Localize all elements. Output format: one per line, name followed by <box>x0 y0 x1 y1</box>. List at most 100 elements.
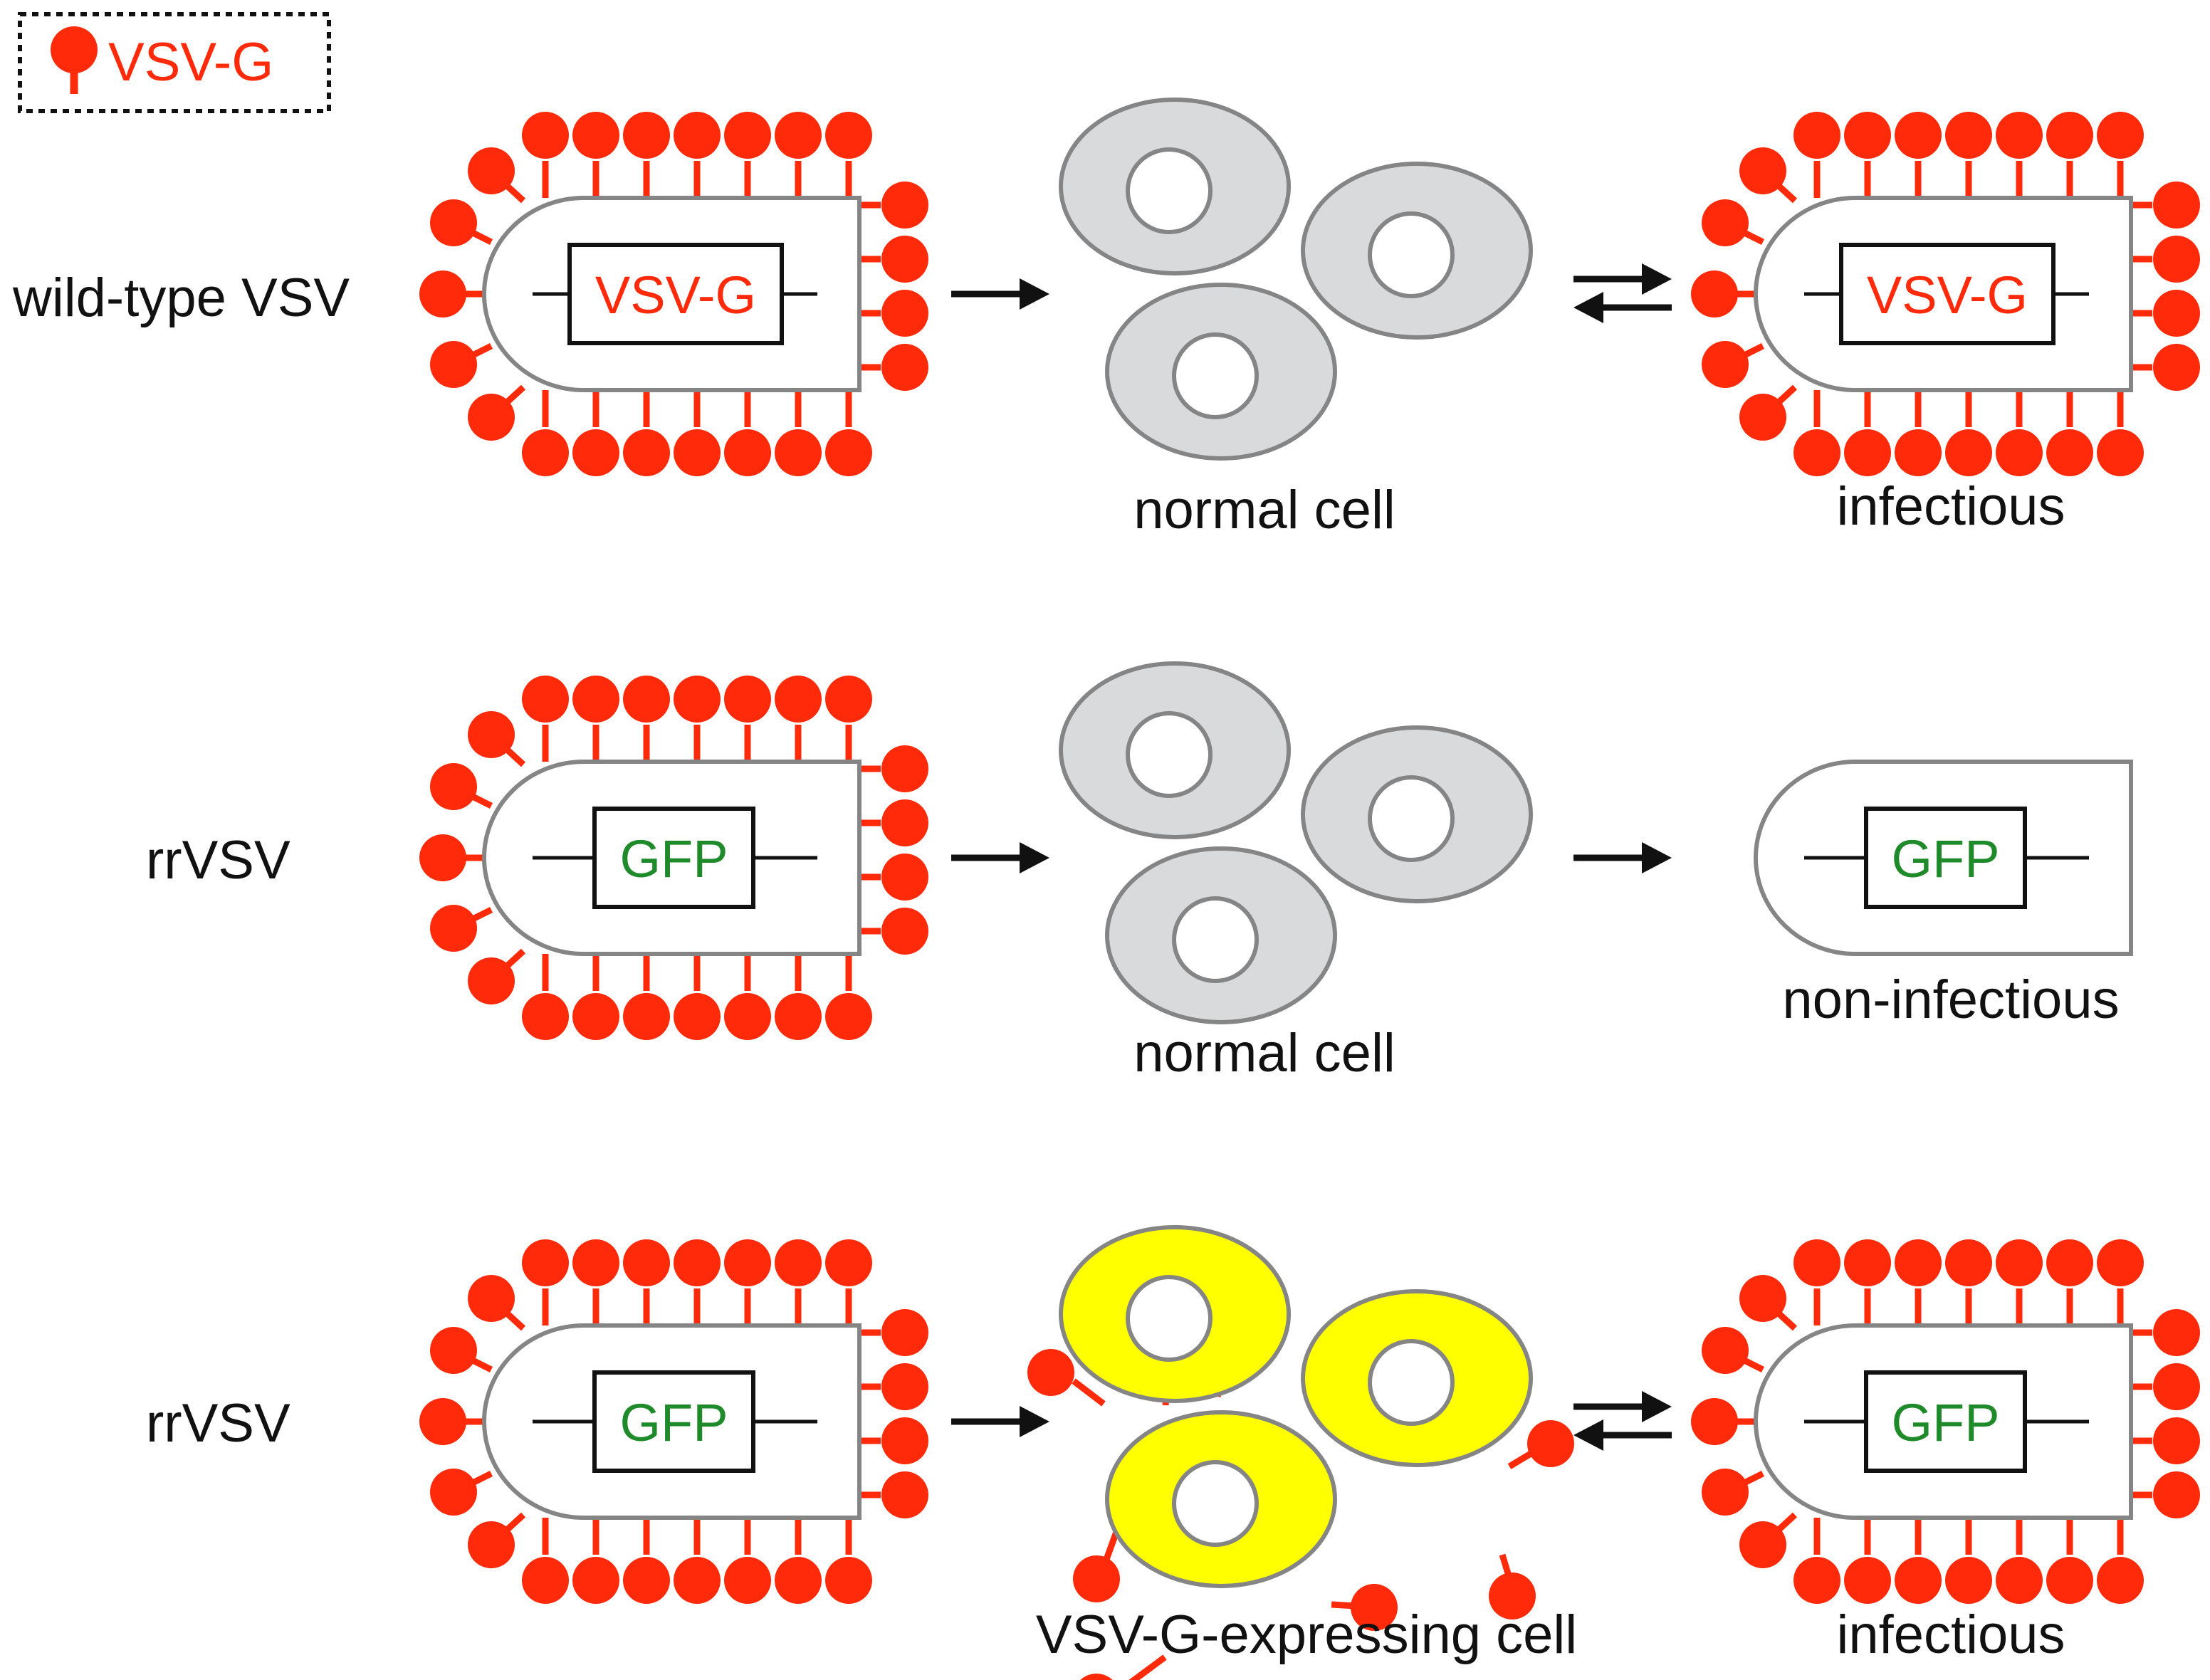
arrow-right <box>1573 842 1672 873</box>
spike-head <box>1739 1275 1786 1322</box>
host-cells <box>1059 98 1533 461</box>
row-rrvsv-vsvg-expressing-cell: rrVSV VSV-G-expressing cell infectious G… <box>146 1225 2200 1680</box>
vsvg-spike <box>825 390 872 476</box>
vsvg-spike <box>1895 1239 1942 1325</box>
spike-head <box>1702 1469 1749 1516</box>
vsvg-spike <box>775 1239 822 1325</box>
vsvg-spike <box>859 745 928 792</box>
vsvg-spike <box>2131 1363 2200 1410</box>
vsvg-spike <box>825 1518 872 1604</box>
spike-head <box>1702 341 1749 388</box>
spike-head <box>724 112 771 159</box>
arrow-head <box>1642 1391 1672 1422</box>
vsvg-spike <box>1073 1531 1120 1602</box>
input-gene-label: VSV-G <box>595 266 756 325</box>
vsvg-spike <box>2131 182 2200 229</box>
cell-nucleus <box>1172 896 1259 983</box>
vsvg-spike <box>859 1363 928 1410</box>
gene-cassette-box <box>1864 1370 2027 1473</box>
vsvg-spike <box>825 112 872 198</box>
spike-head <box>881 1309 928 1356</box>
spike-head <box>724 993 771 1040</box>
vsvg-spike <box>623 112 670 198</box>
spike-head <box>522 993 569 1040</box>
spike-head <box>2046 1557 2093 1604</box>
spike-head <box>1996 1557 2043 1604</box>
arrow-right <box>951 278 1049 310</box>
cell-label: normal cell <box>1133 1023 1395 1083</box>
vsvg-spike <box>468 1512 526 1568</box>
arrow-head <box>1573 292 1603 323</box>
vsvg-spike <box>1793 390 1840 476</box>
input-gene-label: GFP <box>619 1393 728 1452</box>
spike-head <box>1996 112 2043 159</box>
vsvg-spike <box>1793 1239 1840 1325</box>
spike-head <box>1351 1584 1398 1631</box>
spike-head <box>522 1557 569 1604</box>
vsvg-spike <box>419 834 484 881</box>
spike-head <box>825 676 872 723</box>
vsvg-spike <box>1691 271 1756 317</box>
spike-head <box>1895 429 1942 476</box>
spike-head <box>2153 344 2200 391</box>
arrow-to-cells <box>951 1406 1049 1437</box>
spike-head <box>1702 199 1749 246</box>
vsvg-spike <box>522 1239 569 1325</box>
spike-head <box>468 1521 515 1568</box>
host-cells <box>1059 661 1533 1024</box>
vsvg-spike <box>1739 147 1798 204</box>
spike-head <box>724 676 771 723</box>
gene-cassette-box <box>567 243 784 345</box>
spike-head <box>430 1469 477 1516</box>
spike-head <box>881 290 928 337</box>
vsvg-spike <box>724 954 771 1040</box>
spike-head <box>468 711 515 758</box>
legend-box: VSV-G <box>18 12 331 113</box>
spike-head <box>430 1327 477 1374</box>
arrow-right <box>1573 1391 1672 1422</box>
spike-head <box>881 745 928 792</box>
spike-head <box>572 112 619 159</box>
cell-nucleus <box>1172 332 1259 419</box>
vsvg-spike <box>1489 1553 1536 1619</box>
vsvg-spike <box>2097 1518 2144 1604</box>
vsvg-spike <box>859 1471 928 1518</box>
vsvg-spike <box>623 390 670 476</box>
spike-head <box>775 993 822 1040</box>
spike-head <box>2153 1417 2200 1464</box>
arrow-to-cells <box>951 842 1049 873</box>
spike-head <box>2153 182 2200 229</box>
spike-head <box>1945 112 1992 159</box>
output-gene-label: VSV-G <box>1867 266 2028 325</box>
spike-head <box>1895 1239 1942 1286</box>
vsvg-spike <box>674 1518 721 1604</box>
vsvg-spike <box>859 290 928 337</box>
cell-nucleus <box>1368 775 1455 862</box>
vsvg-spike <box>775 1518 822 1604</box>
normal-cell <box>1301 162 1533 340</box>
spike-head <box>572 429 619 476</box>
output-gene-label: GFP <box>1891 829 1999 888</box>
spike-head <box>2153 290 2200 337</box>
spike-head <box>724 1239 771 1286</box>
spike-head <box>468 147 515 194</box>
spike-head <box>881 236 928 283</box>
normal-cell <box>1059 98 1291 275</box>
spike-head <box>2097 429 2144 476</box>
vsvg-spike <box>623 954 670 1040</box>
spike-head <box>674 1239 721 1286</box>
spike-head <box>572 1239 619 1286</box>
vsvg-spike <box>859 344 928 391</box>
vsvg-spike <box>1895 112 1942 198</box>
spike-head <box>1739 147 1786 194</box>
arrow-head <box>1020 842 1049 873</box>
vsvg-spike <box>1945 390 1992 476</box>
vsvg-spike <box>1793 1518 1840 1604</box>
spike-head <box>881 908 928 955</box>
vsvg-spike <box>623 1239 670 1325</box>
vsvg-spike <box>572 1239 619 1325</box>
vsvg-spike <box>1996 1518 2043 1604</box>
progeny-virion <box>1691 1239 2200 1604</box>
vsvg-spike <box>419 1398 484 1445</box>
vsvg-spike <box>468 711 526 767</box>
